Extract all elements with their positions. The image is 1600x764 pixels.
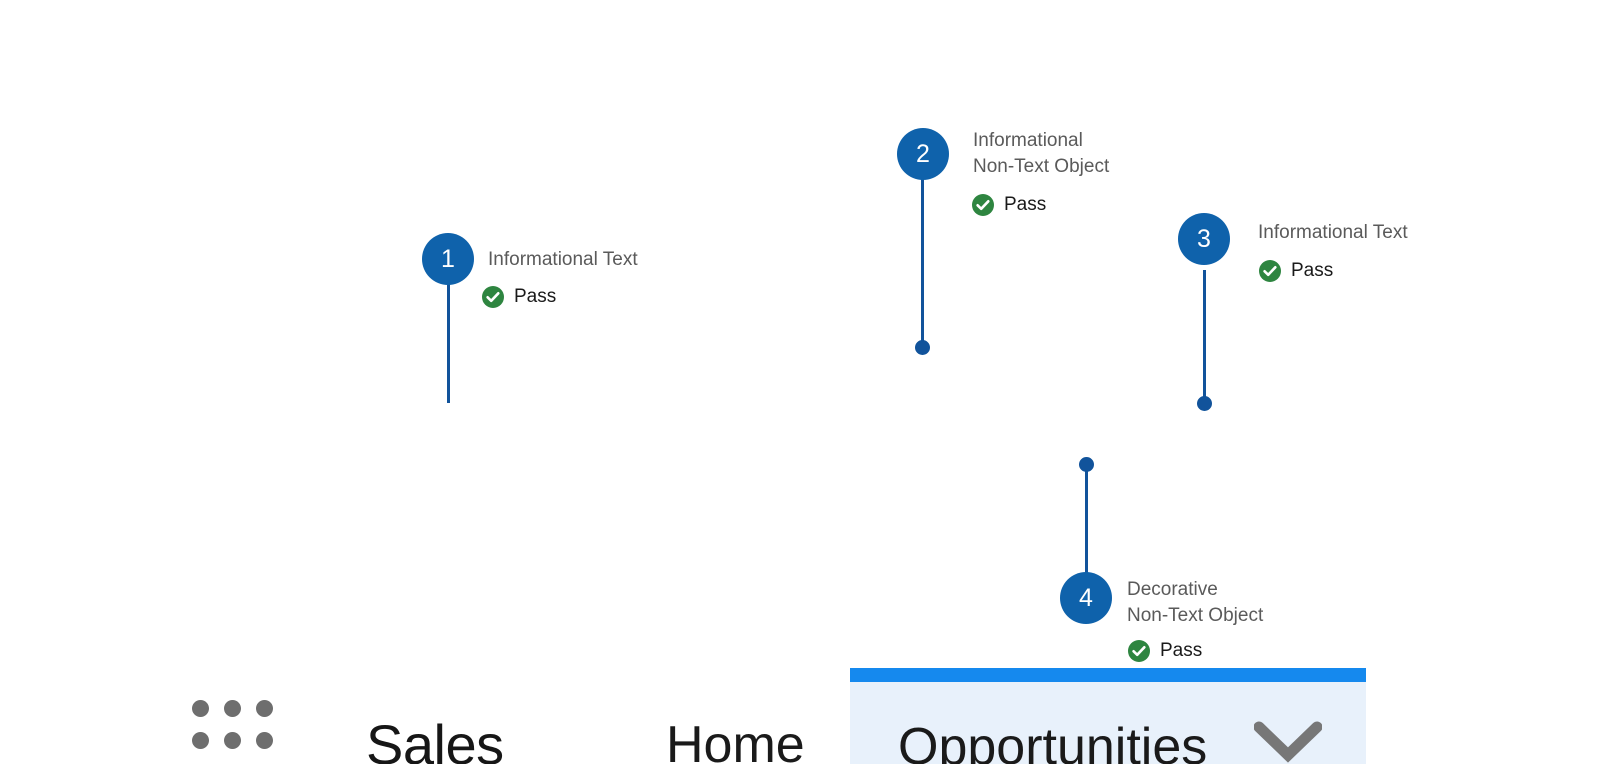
grid-dot xyxy=(224,700,241,717)
leader-dot-3 xyxy=(1197,396,1212,411)
callout-marker-1[interactable]: 1 xyxy=(422,233,474,285)
nav-tab-opportunities-active[interactable] xyxy=(850,668,1366,764)
grid-dot xyxy=(192,732,209,749)
grid-dot xyxy=(256,700,273,717)
leader-line-1 xyxy=(447,278,450,403)
leader-line-3 xyxy=(1203,270,1206,405)
callout-title-2: Informational Non-Text Object xyxy=(973,130,1110,177)
callout-result-label-4: Pass xyxy=(1160,640,1203,661)
app-name-sales[interactable]: Sales xyxy=(366,713,504,764)
callout-marker-4[interactable]: 4 xyxy=(1060,572,1112,624)
nav-tab-home[interactable]: Home xyxy=(666,716,805,764)
leader-line-2 xyxy=(921,178,924,350)
app-launcher-grid-icon[interactable] xyxy=(192,700,276,764)
check-circle-icon xyxy=(482,286,504,308)
grid-dot xyxy=(224,732,241,749)
callout-title-3: Informational Text xyxy=(1258,222,1408,243)
callout-result-label-3: Pass xyxy=(1291,260,1334,281)
chevron-down-icon[interactable] xyxy=(1253,718,1323,764)
callout-title-4: Decorative Non-Text Object xyxy=(1127,579,1264,626)
callout-result-4: Pass xyxy=(1128,639,1202,663)
callout-title-1: Informational Text xyxy=(488,249,638,270)
nav-tab-opportunities-label[interactable]: Opportunities xyxy=(898,718,1208,764)
check-circle-icon xyxy=(1259,260,1281,282)
callout-result-label-2: Pass xyxy=(1004,194,1047,215)
callout-marker-2[interactable]: 2 xyxy=(897,128,949,180)
leader-dot-2 xyxy=(915,340,930,355)
callout-result-1: Pass xyxy=(482,285,556,309)
check-circle-icon xyxy=(972,194,994,216)
check-circle-icon xyxy=(1128,640,1150,662)
grid-dot xyxy=(256,732,273,749)
callout-marker-3[interactable]: 3 xyxy=(1178,213,1230,265)
grid-dot xyxy=(192,700,209,717)
callout-result-3: Pass xyxy=(1259,259,1333,283)
app-navigation-bar: Sales Home Opportunities xyxy=(0,330,1600,764)
leader-line-4 xyxy=(1085,464,1088,586)
leader-dot-4 xyxy=(1079,457,1094,472)
callout-result-2: Pass xyxy=(972,193,1046,217)
callout-result-label-1: Pass xyxy=(514,286,557,307)
